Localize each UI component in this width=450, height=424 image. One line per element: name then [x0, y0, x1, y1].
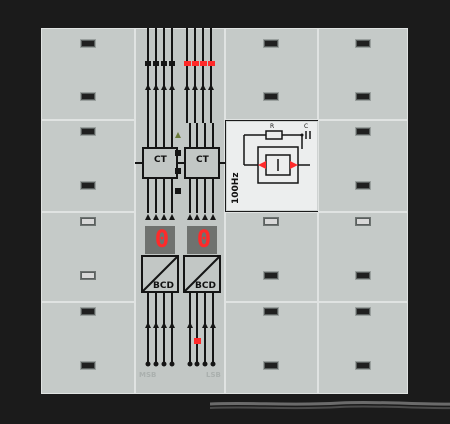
msb-label: MSB	[139, 371, 157, 379]
blank-tile	[225, 28, 318, 120]
blank-tile	[41, 212, 135, 302]
svg-text:C: C	[304, 123, 308, 130]
socket[interactable]	[263, 92, 279, 101]
socket[interactable]	[355, 361, 371, 370]
socket[interactable]	[80, 181, 96, 190]
socket[interactable]	[263, 361, 279, 370]
socket[interactable]	[263, 217, 279, 226]
socket[interactable]	[80, 271, 96, 280]
decoder-label-right: BCD	[195, 281, 216, 291]
blank-tile	[41, 302, 135, 394]
socket[interactable]	[263, 39, 279, 48]
socket[interactable]	[355, 217, 371, 226]
counter-label-left: CT	[154, 155, 167, 165]
digit-display-left: 0	[154, 225, 170, 253]
svg-text:R: R	[270, 123, 274, 130]
lsb-label: LSB	[206, 371, 221, 379]
socket[interactable]	[80, 92, 96, 101]
cable	[210, 400, 450, 410]
socket[interactable]	[80, 39, 96, 48]
counter-circuit	[135, 28, 225, 367]
socket[interactable]	[355, 271, 371, 280]
socket[interactable]	[355, 181, 371, 190]
counter-label-right: CT	[196, 155, 209, 165]
socket[interactable]	[263, 307, 279, 316]
socket[interactable]	[80, 217, 96, 226]
digit-display-right: 0	[196, 225, 212, 253]
socket[interactable]	[80, 307, 96, 316]
blank-tile	[225, 212, 318, 302]
blank-tile	[318, 302, 408, 394]
socket[interactable]	[355, 127, 371, 136]
blank-tile	[225, 302, 318, 394]
socket[interactable]	[263, 271, 279, 280]
blank-tile	[318, 212, 408, 302]
socket[interactable]	[80, 361, 96, 370]
socket[interactable]	[355, 39, 371, 48]
clock-frequency-label: 100Hz	[231, 172, 241, 204]
clock-circuit: R C	[243, 123, 311, 184]
socket[interactable]	[355, 307, 371, 316]
decoder-label-left: BCD	[153, 281, 174, 291]
socket[interactable]	[355, 92, 371, 101]
socket[interactable]	[80, 127, 96, 136]
